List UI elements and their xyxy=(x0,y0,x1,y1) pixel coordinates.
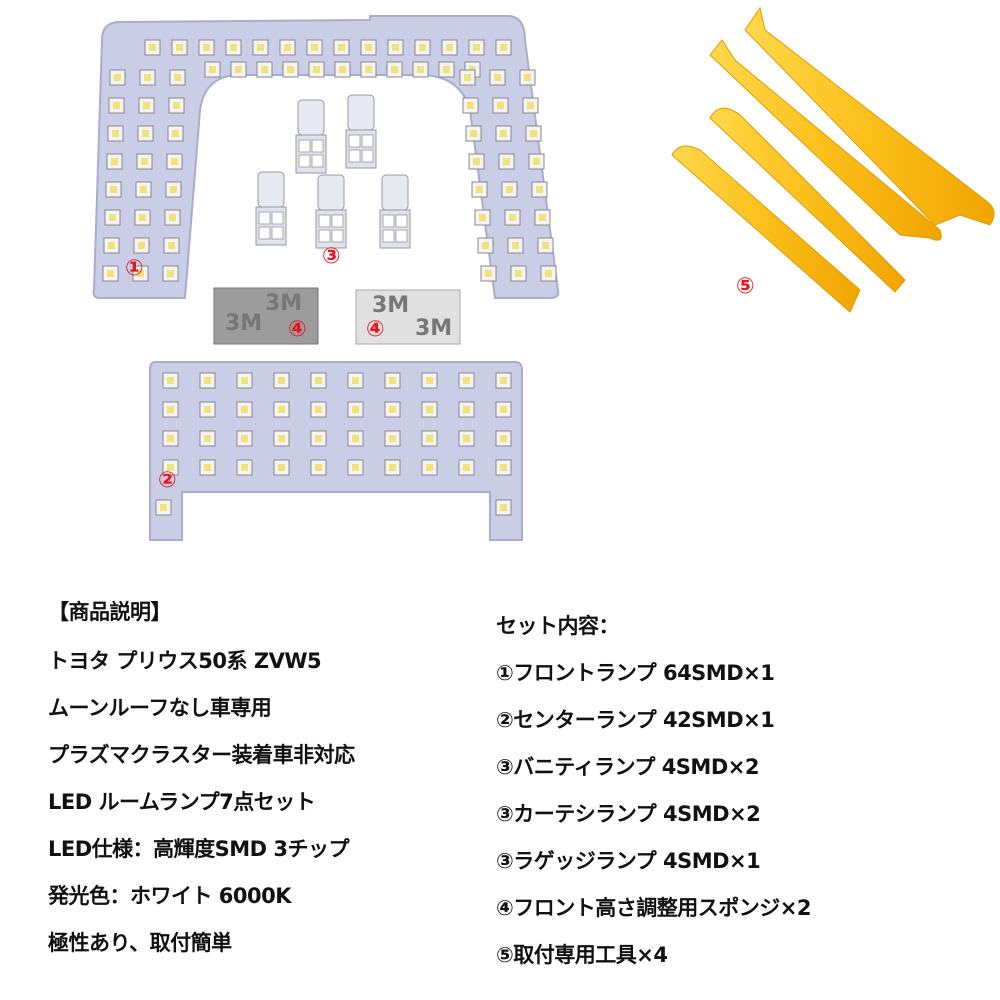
center-lamp-panel xyxy=(149,361,523,541)
label-pad-left: ④ xyxy=(288,317,307,342)
description-line: ムーンルーフなし車専用 xyxy=(48,696,272,720)
description-line: トヨタ プリウス50系 ZVW5 xyxy=(48,649,322,673)
t10-led-bulb xyxy=(255,171,287,246)
set-item: ③バニティランプ 4SMD×2 xyxy=(496,755,759,779)
foam-pad-right: 3M 3M xyxy=(355,289,461,345)
label-bulbs: ③ xyxy=(322,244,341,269)
t10-led-bulb xyxy=(345,94,377,169)
svg-text:3M: 3M xyxy=(372,293,409,318)
foam-pad-left: 3M 3M xyxy=(213,287,319,345)
set-item: ③ラゲッジランプ 4SMD×1 xyxy=(496,849,761,873)
set-contents-heading: セット内容： xyxy=(496,614,620,638)
t10-led-bulb xyxy=(379,174,411,249)
description-line: LED ルームランプ7点セット xyxy=(48,790,316,814)
t10-led-bulb xyxy=(315,174,347,249)
description-line: プラズマクラスター装着車非対応 xyxy=(48,743,355,767)
t10-led-bulb xyxy=(295,99,327,174)
pry-tools xyxy=(671,6,995,313)
set-item: ③カーテシランプ 4SMD×2 xyxy=(496,802,761,826)
description-line: 発光色：ホワイト 6000K xyxy=(48,884,292,908)
set-item: ④フロント高さ調整用スポンジ×2 xyxy=(496,896,812,920)
set-item: ②センターランプ 42SMD×1 xyxy=(496,708,775,732)
label-center-lamp: ② xyxy=(158,468,177,493)
set-item: ⑤取付専用工具×4 xyxy=(496,943,668,967)
label-pad-right: ④ xyxy=(366,317,385,342)
description-heading: 【商品説明】 xyxy=(48,600,172,624)
svg-text:3M: 3M xyxy=(415,316,452,341)
label-tools: ⑤ xyxy=(736,274,755,299)
set-item: ①フロントランプ 64SMD×1 xyxy=(496,661,775,685)
description-line: LED仕様：高輝度SMD 3チップ xyxy=(48,837,350,861)
svg-text:3M: 3M xyxy=(265,291,302,316)
label-front-lamp: ① xyxy=(125,256,144,281)
product-illustration: 3M 3M 3M 3M xyxy=(92,6,995,541)
description-line: 極性あり、取付簡単 xyxy=(48,931,232,955)
svg-text:3M: 3M xyxy=(225,311,262,336)
